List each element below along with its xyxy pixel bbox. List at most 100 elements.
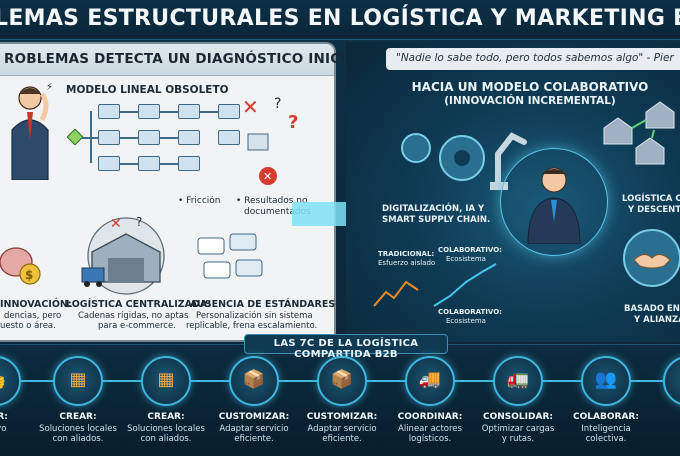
step-desc-2: y rutas. <box>501 434 535 444</box>
flow-box <box>138 104 160 119</box>
step-title: COLABORAR: <box>573 412 639 422</box>
logistics-text-1: LOGÍSTICA CO <box>622 194 680 204</box>
main-title: LEMAS ESTRUCTURALES EN LOGÍSTICA Y MARKE… <box>0 6 680 31</box>
collaborative-heading: HACIA UN MODELO COLABORATIVO <box>411 80 649 94</box>
step-desc-1: Inteligencia <box>581 424 631 434</box>
flow-line <box>160 163 178 165</box>
gears-robot-icon <box>401 132 527 190</box>
flow-box <box>98 130 120 145</box>
no-standards-desc-1: Personalización sin sistema <box>196 311 313 321</box>
step-connector <box>631 380 663 382</box>
flow-line <box>160 137 178 139</box>
centralized-logistics-desc-1: Cadenas rígidas, no aptas <box>78 311 189 321</box>
centralized-logistics-title: LOGÍSTICA CENTRALIZADA: <box>66 299 212 310</box>
flow-box <box>98 156 120 171</box>
error-marks-icon: ✕ ? ? ✕ <box>242 95 298 185</box>
step-title: COORDINAR: <box>397 412 463 422</box>
svg-text:⚡: ⚡ <box>46 82 53 93</box>
step-circle: 🚛 <box>493 356 543 406</box>
flow-line <box>200 111 218 113</box>
collaborative-desc: Ecosistema <box>446 255 486 263</box>
step-circle: 📦 <box>317 356 367 406</box>
legend-results-text-1: Resultados no <box>244 196 308 206</box>
legend-results: • Resultados no <box>236 196 308 206</box>
svg-text:?: ? <box>274 96 281 112</box>
step-desc-2: logísticos. <box>408 434 452 444</box>
step-desc-1: Soluciones locales <box>127 424 205 434</box>
digitalization-text-1: DIGITALIZACIÓN, IA Y <box>382 204 485 214</box>
flow-box <box>138 156 160 171</box>
flow-box <box>138 130 160 145</box>
problems-panel: ROBLEMAS DETECTA UN DIAGNÓSTICO INICIAL? <box>0 42 373 342</box>
svg-text:✕: ✕ <box>242 95 259 119</box>
collaborative2-label: COLABORATIVO: <box>438 308 502 316</box>
businessman-icon <box>527 167 581 244</box>
flow-line <box>120 163 138 165</box>
step-desc-1: Soluciones locales <box>39 424 117 434</box>
step-circle: 👥 <box>581 356 631 406</box>
step-connector <box>191 380 229 382</box>
step-connector <box>455 380 493 382</box>
chat-bubbles-icon <box>197 233 263 279</box>
no-standards-title: AUSENCIA DE ESTÁNDARES: <box>190 299 339 310</box>
flow-box <box>98 104 120 119</box>
svg-text:✕: ✕ <box>263 170 272 183</box>
flow-box <box>178 104 200 119</box>
step-icon: 🚚 <box>418 369 442 390</box>
legend-friction: • Fricción <box>178 196 221 206</box>
step-connector <box>543 380 581 382</box>
no-standards-desc-2: replicable, frena escalamiento. <box>186 321 318 331</box>
step-title: C <box>643 412 680 422</box>
handshake-icon <box>623 229 680 287</box>
innovation-desc-2: uesto o área. <box>0 321 56 331</box>
step-desc-1: Optimizar cargas <box>481 424 555 434</box>
step-desc-1: Adaptar servicio <box>219 424 289 434</box>
svg-text:?: ? <box>288 112 298 133</box>
flow-box <box>178 130 200 145</box>
seven-c-title: LAS 7C DE LA LOGÍSTICA COMPARTIDA B2B <box>273 338 419 360</box>
flow-line <box>120 111 138 113</box>
problems-header: ROBLEMAS DETECTA UN DIAGNÓSTICO INICIAL? <box>0 44 373 76</box>
step-title: CUSTOMIZAR: <box>306 412 378 422</box>
collaborative2-desc: Ecosistema <box>446 317 486 325</box>
legend-results-text-2: documentados <box>244 207 311 217</box>
step-circle: 🚚 <box>405 356 455 406</box>
legend-friction-text: Fricción <box>186 196 221 206</box>
logistics-text-2: Y DESCENTRA <box>628 205 680 215</box>
step-title: CREAR: <box>59 412 97 422</box>
step-connector <box>103 380 141 382</box>
flow-box <box>218 104 240 119</box>
problems-heading: ROBLEMAS DETECTA UN DIAGNÓSTICO INICIAL? <box>4 51 374 67</box>
step-desc-2: eficiente. <box>234 434 274 444</box>
traditional-desc: Esfuerzo aislado <box>378 259 436 267</box>
step-connector <box>21 380 53 382</box>
collaborative-label: COLABORATIVO: <box>438 246 502 254</box>
step-icon: 📦 <box>330 369 354 390</box>
step-title: CUSTOMIZAR: <box>218 412 290 422</box>
step-title: CREAR: <box>147 412 185 422</box>
svg-text:✕: ✕ <box>110 216 122 232</box>
step-desc-1: poyo <box>0 424 7 434</box>
warehouse-icon: ✕ ? <box>81 215 165 295</box>
step-title: CONSOLIDAR: <box>483 412 553 422</box>
central-hub-ring <box>500 148 608 256</box>
flow-line <box>120 137 138 139</box>
warehouse-network-icon <box>603 101 675 165</box>
step-desc-1: Alinear actores <box>398 424 462 434</box>
step-circle: ▦ <box>53 356 103 406</box>
step-icon: 🚛 <box>506 369 530 390</box>
step-title: EAR: <box>0 412 8 422</box>
step-circle: 📦 <box>229 356 279 406</box>
step-desc-1: Mini <box>643 424 680 434</box>
svg-text:$: $ <box>25 268 33 282</box>
traditional-label: TRADICIONAL: <box>378 250 435 258</box>
innovation-desc-1: dencias, pero <box>4 311 62 321</box>
innovation-title: INNOVACIÓN: <box>0 299 72 310</box>
collaborative-subheading: (INNOVACIÓN INCREMENTAL) <box>444 95 616 107</box>
stressed-person-icon: ⚡ <box>11 82 53 180</box>
step-icon: 👥 <box>594 369 618 390</box>
quote-box: "Nadie lo sabe todo, pero todos sabemos … <box>386 48 680 70</box>
brain-coin-icon: $ <box>0 247 41 285</box>
svg-text:?: ? <box>136 215 142 229</box>
step-icon: ◎ <box>665 369 680 390</box>
